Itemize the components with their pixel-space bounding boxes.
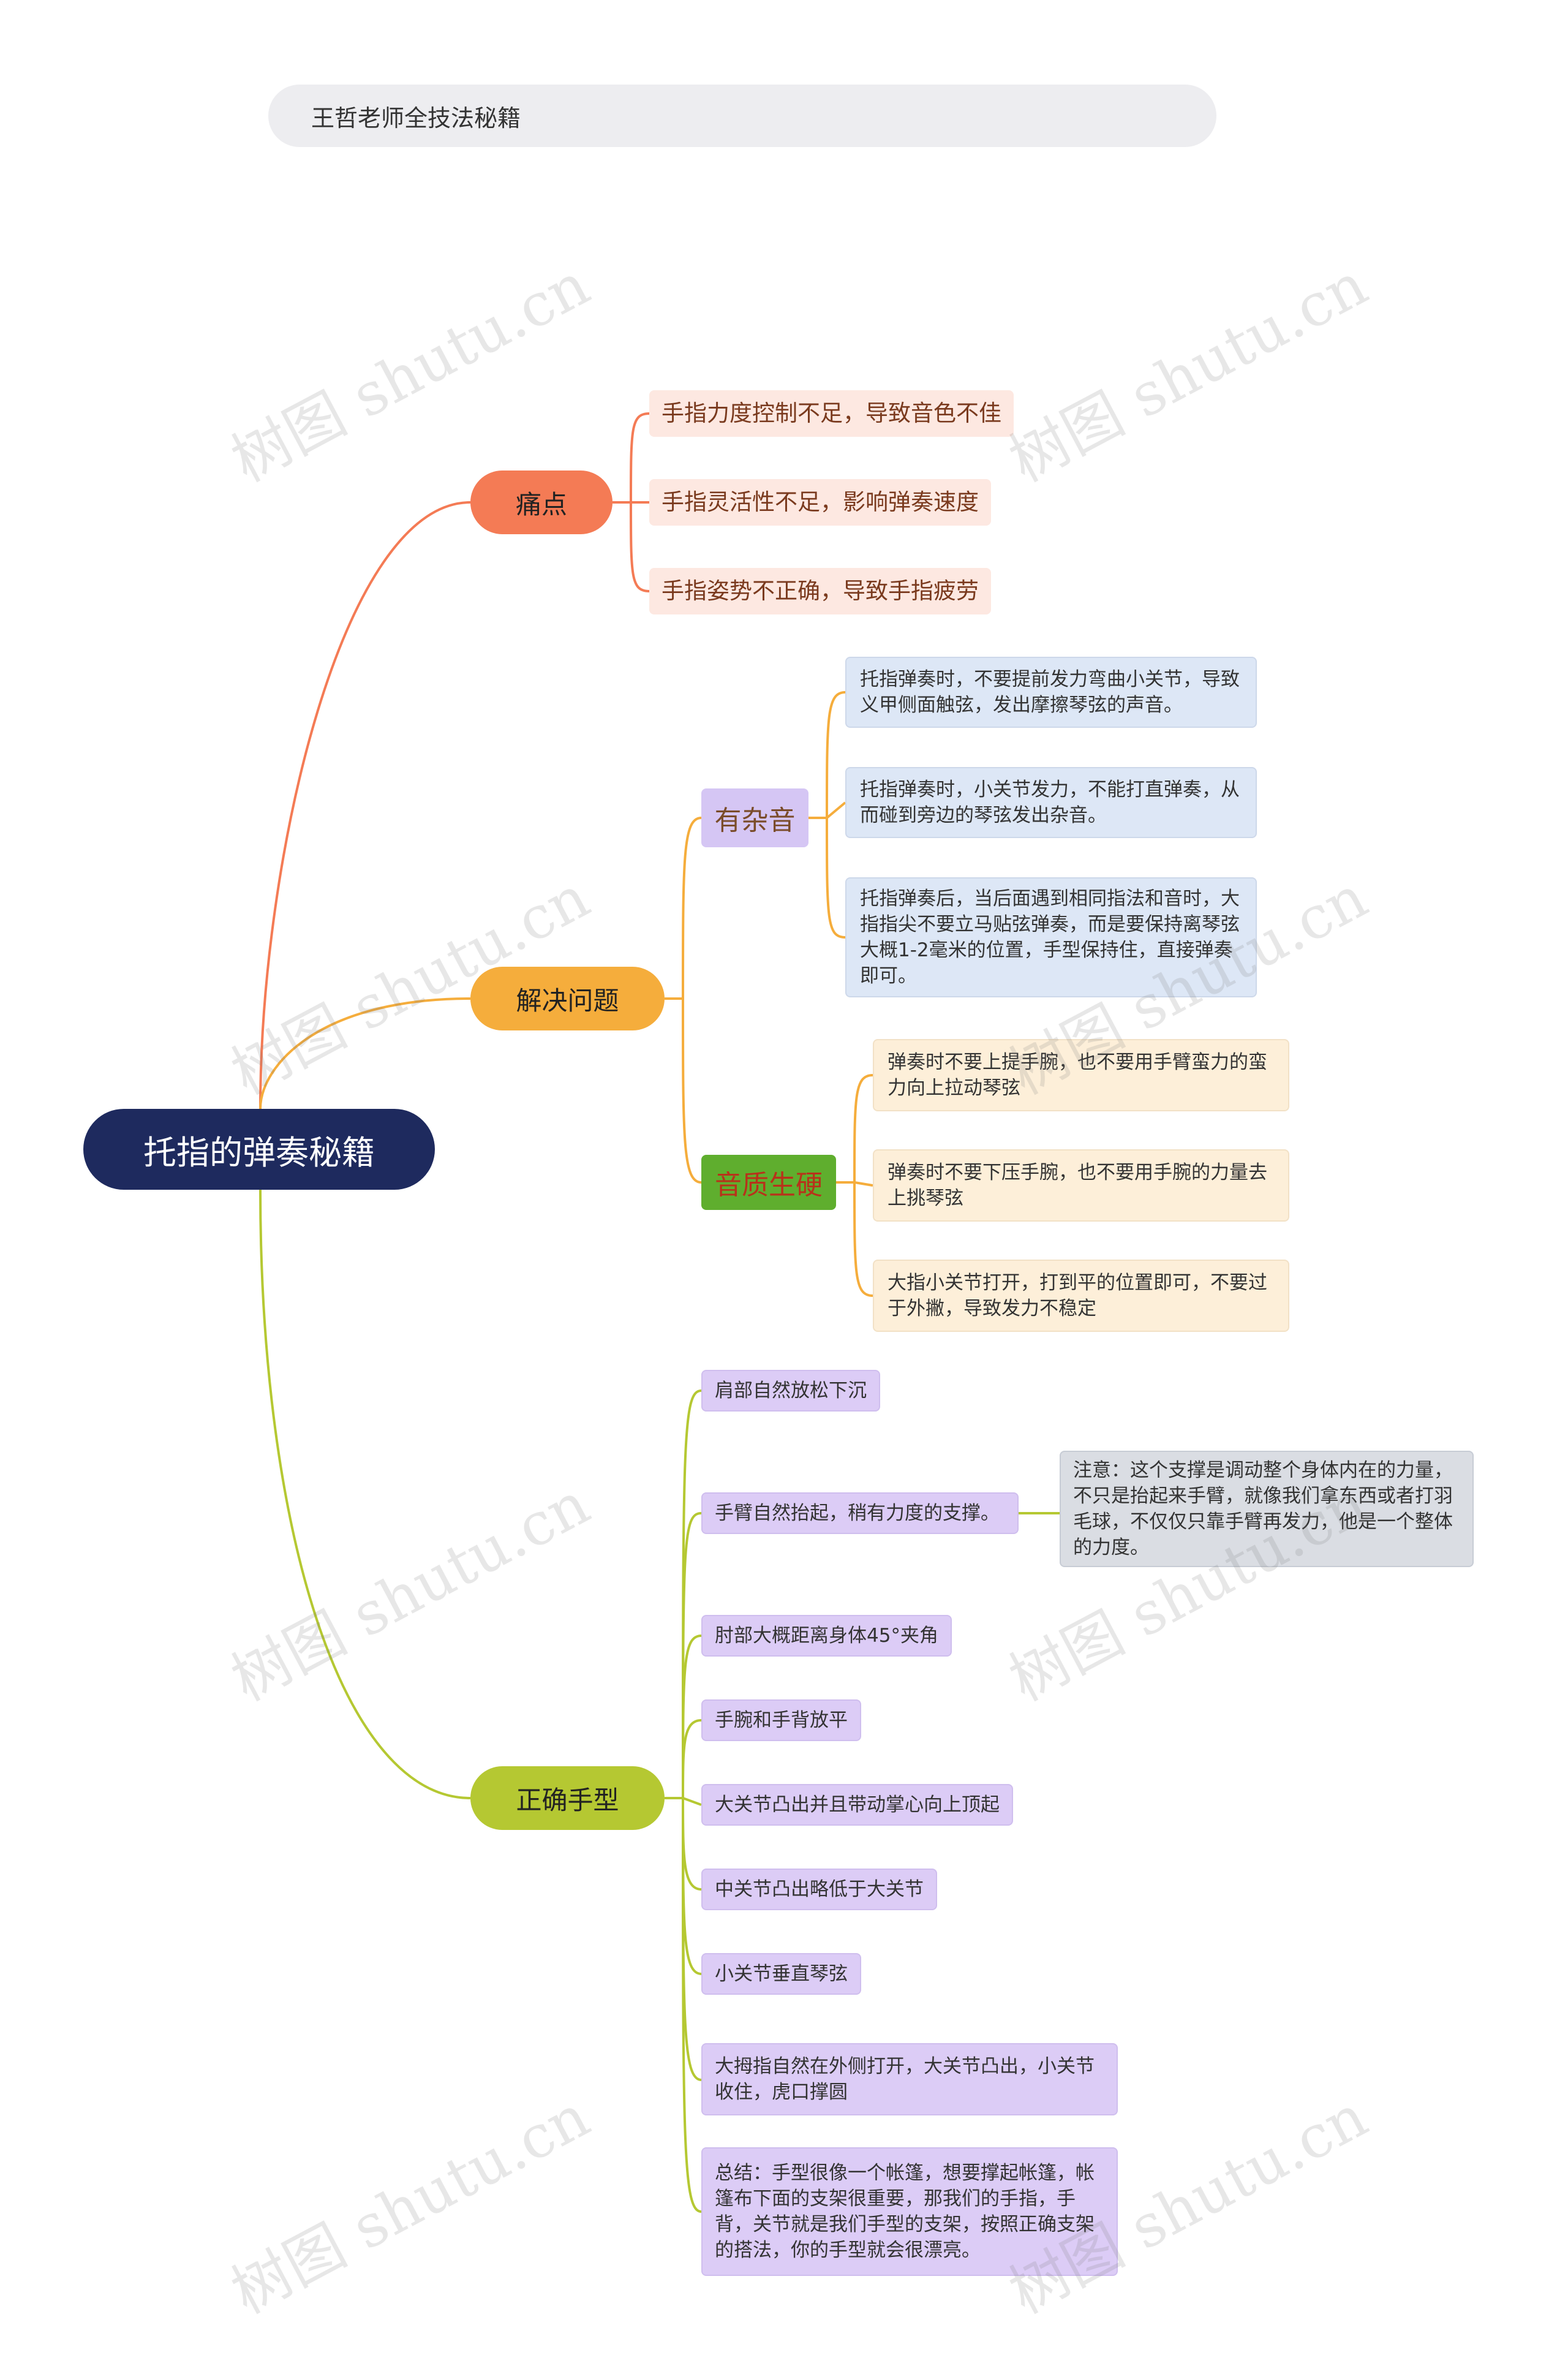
root-label: 托指的弹奏秘籍 [143, 1133, 375, 1172]
hand-item-text: 肘部大概距离身体45°夹角 [715, 1625, 938, 1647]
hard-item-text: 大指小关节打开，打到平的位置即可，不要过于外撇，导致发力不稳定 [888, 1272, 1267, 1320]
pain-item-text: 手指灵活性不足，影响弹奏速度 [662, 489, 979, 515]
sub-hard-label: 音质生硬 [715, 1170, 823, 1201]
noise-item-text: 托指弹奏后，当后面遇到相同指法和音时，大指指尖不要立马贴弦弹奏，而是要保持离琴弦… [860, 888, 1240, 987]
hand-item[interactable]: 小关节垂直琴弦 [701, 1953, 861, 1995]
hand-item[interactable]: 肘部大概距离身体45°夹角 [701, 1615, 952, 1657]
hand-item[interactable]: 手腕和手背放平 [701, 1699, 861, 1741]
noise-item[interactable]: 托指弹奏后，当后面遇到相同指法和音时，大指指尖不要立马贴弦弹奏，而是要保持离琴弦… [845, 877, 1257, 997]
hand-item-text: 大拇指自然在外侧打开，大关节凸出，小关节收住，虎口撑圆 [715, 2055, 1095, 2103]
sub-noise[interactable]: 有杂音 [701, 788, 809, 847]
page-title: 王哲老师全技法秘籍 [268, 85, 1216, 147]
hand-item-text: 大关节凸出并且带动掌心向上顶起 [715, 1794, 1000, 1816]
hand-item-text: 手臂自然抬起，稍有力度的支撑。 [715, 1502, 1000, 1524]
pain-item[interactable]: 手指力度控制不足，导致音色不佳 [649, 390, 1014, 437]
branch-hand-label: 正确手型 [516, 1785, 619, 1815]
sub-hard[interactable]: 音质生硬 [701, 1155, 836, 1210]
hand-item[interactable]: 中关节凸出略低于大关节 [701, 1869, 937, 1910]
hand-item[interactable]: 手臂自然抬起，稍有力度的支撑。 [701, 1492, 1019, 1534]
sub-noise-label: 有杂音 [714, 805, 796, 836]
hand-item[interactable]: 肩部自然放松下沉 [701, 1370, 880, 1412]
arm-support-note-text: 注意：这个支撑是调动整个身体内在的力量，不只是抬起来手臂，就像我们拿东西或者打羽… [1073, 1459, 1453, 1559]
hard-item-text: 弹奏时不要上提手腕，也不要用手臂蛮力的蛮力向上拉动琴弦 [888, 1051, 1267, 1099]
page-title-text: 王哲老师全技法秘籍 [311, 104, 521, 132]
hard-item-text: 弹奏时不要下压手腕，也不要用手腕的力量去上挑琴弦 [888, 1162, 1267, 1209]
pain-item-text: 手指力度控制不足，导致音色不佳 [662, 400, 1001, 426]
hard-item[interactable]: 大指小关节打开，打到平的位置即可，不要过于外撇，导致发力不稳定 [873, 1260, 1289, 1332]
pain-item-text: 手指姿势不正确，导致手指疲劳 [662, 578, 979, 604]
branch-pain[interactable]: 痛点 [470, 471, 612, 534]
hand-item-text: 手腕和手背放平 [715, 1709, 848, 1731]
noise-item-text: 托指弹奏时，小关节发力，不能打直弹奏，从而碰到旁边的琴弦发出杂音。 [860, 779, 1240, 826]
hard-item[interactable]: 弹奏时不要上提手腕，也不要用手臂蛮力的蛮力向上拉动琴弦 [873, 1039, 1289, 1111]
root-node[interactable]: 托指的弹奏秘籍 [83, 1109, 435, 1190]
arm-support-note[interactable]: 注意：这个支撑是调动整个身体内在的力量，不只是抬起来手臂，就像我们拿东西或者打羽… [1060, 1451, 1474, 1567]
branch-solve-label: 解决问题 [516, 985, 619, 1016]
noise-item-text: 托指弹奏时，不要提前发力弯曲小关节，导致义甲侧面触弦，发出摩擦琴弦的声音。 [860, 668, 1240, 716]
pain-item[interactable]: 手指姿势不正确，导致手指疲劳 [649, 568, 991, 614]
hard-item[interactable]: 弹奏时不要下压手腕，也不要用手腕的力量去上挑琴弦 [873, 1149, 1289, 1222]
noise-item[interactable]: 托指弹奏时，不要提前发力弯曲小关节，导致义甲侧面触弦，发出摩擦琴弦的声音。 [845, 657, 1257, 728]
hand-item-text: 小关节垂直琴弦 [715, 1963, 848, 1985]
branch-solve[interactable]: 解决问题 [470, 967, 665, 1030]
branch-hand[interactable]: 正确手型 [470, 1766, 665, 1830]
pain-item[interactable]: 手指灵活性不足，影响弹奏速度 [649, 479, 991, 526]
hand-summary-text: 总结：手型很像一个帐篷，想要撑起帐篷，帐篷布下面的支架很重要，那我们的手指，手背… [715, 2162, 1095, 2261]
branch-pain-label: 痛点 [515, 489, 567, 520]
hand-summary[interactable]: 总结：手型很像一个帐篷，想要撑起帐篷，帐篷布下面的支架很重要，那我们的手指，手背… [701, 2147, 1118, 2276]
hand-item[interactable]: 大拇指自然在外侧打开，大关节凸出，小关节收住，虎口撑圆 [701, 2043, 1118, 2115]
noise-item[interactable]: 托指弹奏时，小关节发力，不能打直弹奏，从而碰到旁边的琴弦发出杂音。 [845, 767, 1257, 838]
hand-item-text: 中关节凸出略低于大关节 [715, 1878, 924, 1900]
hand-item-text: 肩部自然放松下沉 [715, 1380, 867, 1402]
hand-item[interactable]: 大关节凸出并且带动掌心向上顶起 [701, 1784, 1013, 1826]
